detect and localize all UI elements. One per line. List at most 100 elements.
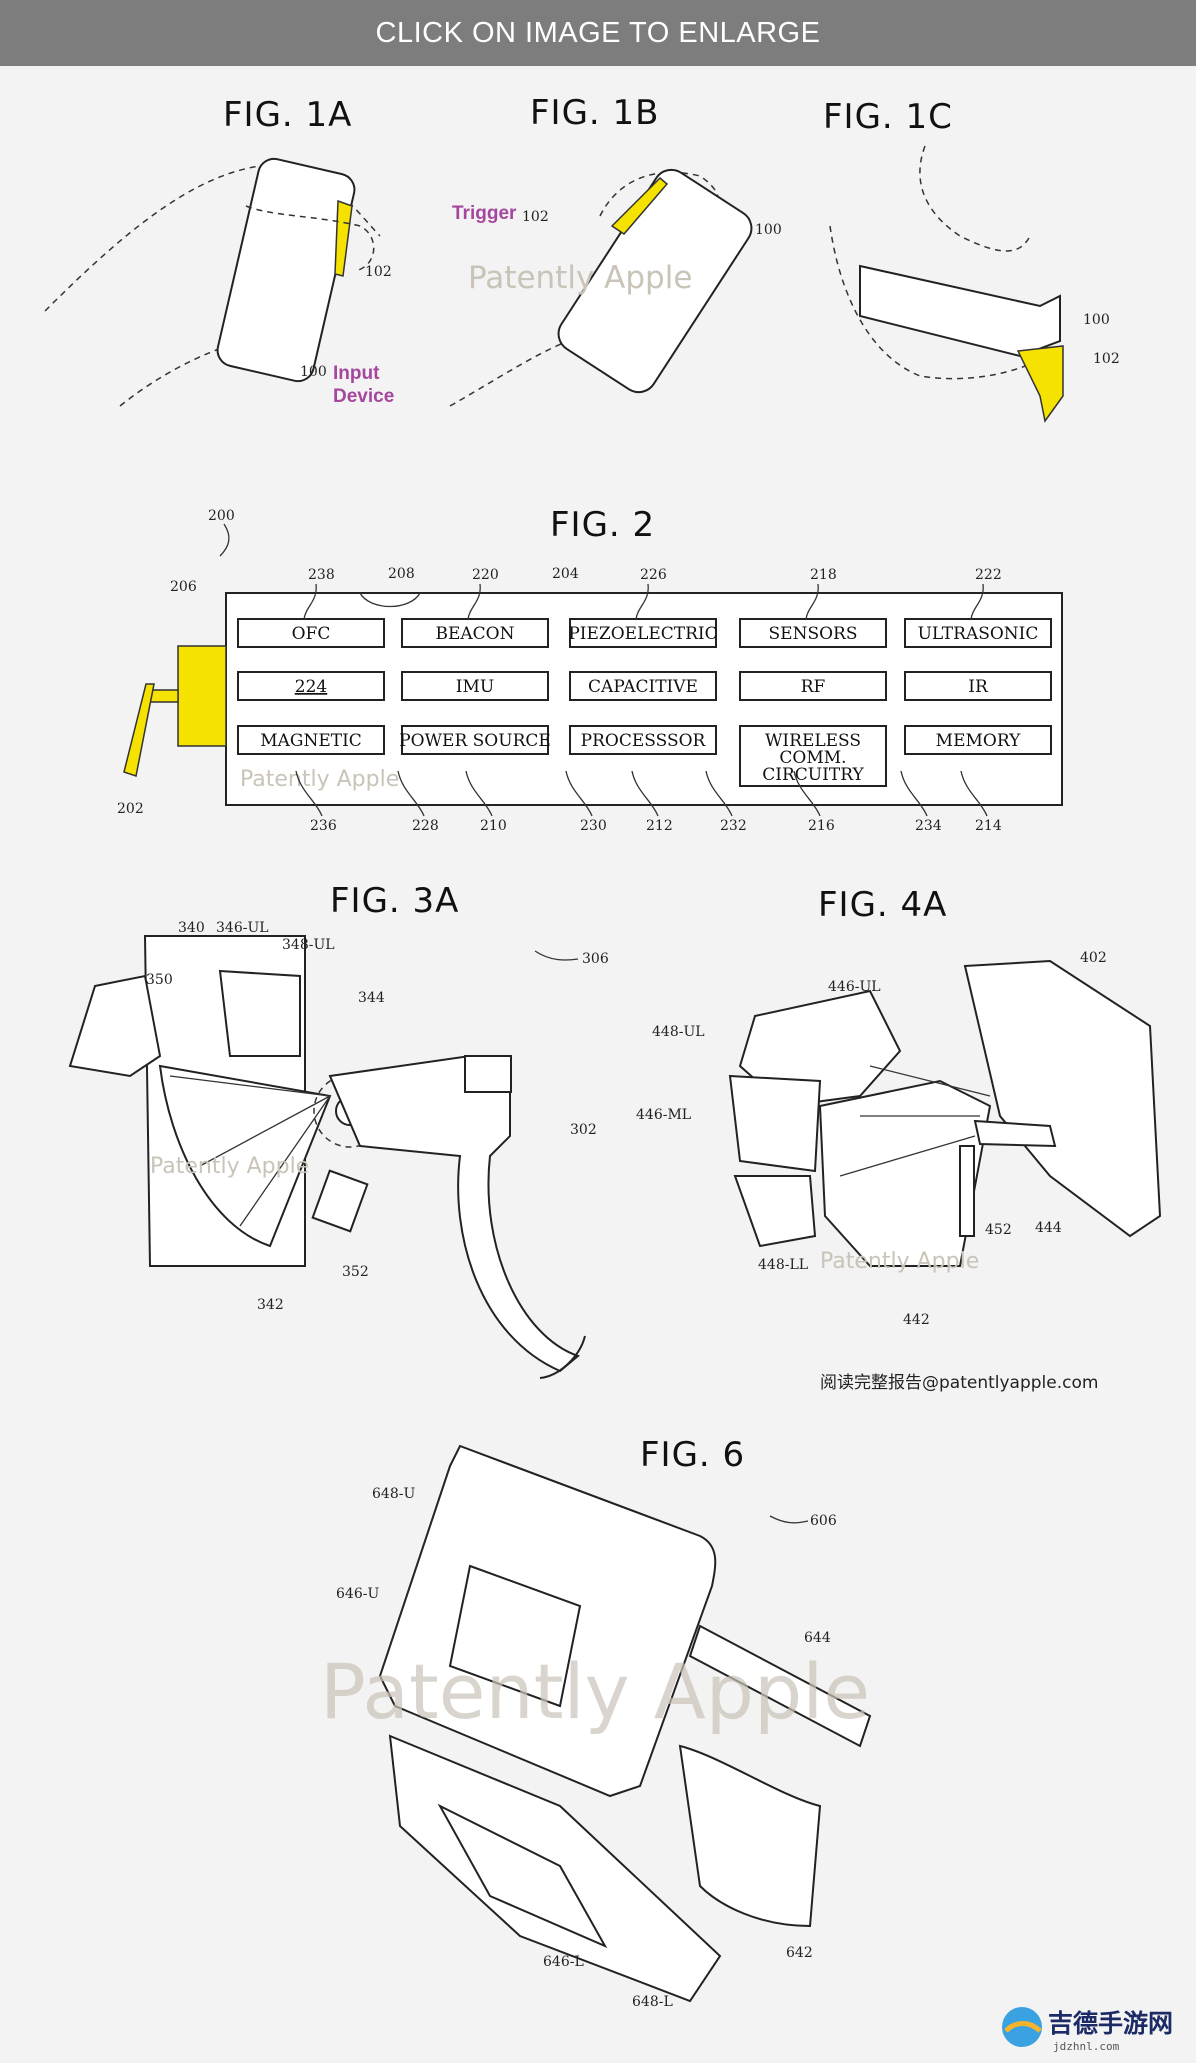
- block-label: SENSORS: [769, 624, 858, 644]
- block-imu: [401, 671, 549, 701]
- block-label: CAPACITIVE: [588, 677, 698, 697]
- fig-4a-title: FIG. 4A: [818, 885, 947, 925]
- block-capacitive: [569, 671, 717, 701]
- ref-344: 344: [358, 990, 385, 1006]
- enlarge-banner[interactable]: CLICK ON IMAGE TO ENLARGE: [0, 0, 1196, 66]
- ref-228: 228: [412, 818, 439, 834]
- fig-1a-title: FIG. 1A: [223, 95, 352, 135]
- trigger: [610, 176, 669, 235]
- block-ultrasonic: [904, 618, 1052, 648]
- ref-216: 216: [808, 818, 835, 834]
- block-processsor: [569, 725, 717, 755]
- ref-448-LL: 448-LL: [758, 1257, 808, 1273]
- watermark-fig4a: Patently Apple: [820, 1249, 979, 1274]
- leader-210: [465, 770, 493, 817]
- ref-208: 208: [388, 566, 415, 582]
- ref-644: 644: [804, 1630, 831, 1646]
- ref-302: 302: [570, 1122, 597, 1138]
- fan-442: [818, 1079, 992, 1267]
- finger-outline: [919, 145, 1031, 252]
- handle: [177, 645, 227, 747]
- block-label: WIRELESS: [765, 731, 861, 751]
- block-piezoelectric: [569, 618, 717, 648]
- watermark-fig3a: Patently Apple: [150, 1154, 309, 1179]
- leader-232: [705, 770, 733, 817]
- watermark-fig2: Patently Apple: [240, 767, 399, 792]
- leader-606: [769, 1515, 809, 1524]
- leader-214: [960, 770, 988, 817]
- ref-102: 102: [1093, 351, 1120, 367]
- window-646-L: [437, 1803, 608, 1949]
- leader-238: [303, 583, 317, 620]
- block-402: [963, 959, 1162, 1238]
- callout-trigger: Trigger: [452, 203, 517, 224]
- block-label: IR: [968, 677, 989, 697]
- fig-1b: FIG. 1B Trigger 102 100: [449, 93, 782, 407]
- ref-646-L: 646-L: [543, 1954, 584, 1970]
- block-label: RF: [801, 677, 826, 697]
- ref-220: 220: [472, 567, 499, 583]
- patent-drawing[interactable]: FIG. 1A 102 100 Input Device FIG. 1B Tri…: [0, 66, 1196, 2063]
- block-label: POWER SOURCE: [399, 731, 551, 751]
- window-646-U: [448, 1564, 582, 1708]
- ref-442: 442: [903, 1312, 930, 1328]
- block-ir: [904, 671, 1052, 701]
- logo-swoosh-icon: [1004, 2021, 1042, 2033]
- input-device-body: [557, 168, 753, 394]
- ref-200: 200: [208, 508, 235, 524]
- fan-642: [678, 1744, 822, 1928]
- block-224: [237, 671, 385, 701]
- ref-100: 100: [300, 364, 327, 380]
- ref-350: 350: [146, 972, 173, 988]
- hand-outline: [599, 171, 720, 232]
- block-magnetic: [237, 725, 385, 755]
- ref-232: 232: [720, 818, 747, 834]
- ref-340: 340: [178, 920, 205, 936]
- input-device-body: [216, 157, 356, 383]
- block-label: 224: [295, 677, 327, 697]
- ref-100: 100: [755, 222, 782, 238]
- fig-2: FIG. 2 200 206 202 208 204 Patently Appl…: [117, 505, 1063, 834]
- ref-348-UL: 348-UL: [282, 937, 335, 953]
- ref-446-UL: 446-UL: [828, 979, 881, 995]
- block-label: IMU: [456, 677, 494, 697]
- fan-ribs: [169, 1075, 331, 1227]
- fig-6-title: FIG. 6: [640, 1435, 745, 1475]
- rotation-arrow: [539, 1335, 586, 1379]
- ref-100: 100: [1083, 312, 1110, 328]
- logo-sub: jdzhnl.com: [1053, 2040, 1120, 2053]
- logo-name: 吉德手游网: [1048, 2009, 1173, 2038]
- ref-306: 306: [582, 951, 609, 967]
- block-348-UL: [218, 969, 301, 1057]
- ref-210: 210: [480, 818, 507, 834]
- leader-226: [635, 583, 649, 620]
- logo-mark-icon: [1002, 2007, 1042, 2047]
- ref-648-L: 648-L: [632, 1994, 673, 2010]
- ref-230: 230: [580, 818, 607, 834]
- ref-214: 214: [975, 818, 1002, 834]
- ref-102: 102: [365, 264, 392, 280]
- leader-306: [534, 950, 579, 961]
- block-label: PROCESSSOR: [581, 731, 707, 751]
- block-wireless-comm-circuitry: [739, 725, 887, 787]
- leader-216: [793, 770, 821, 817]
- ref-346-UL: 346-UL: [216, 920, 269, 936]
- trigger-202: [123, 683, 155, 777]
- block-label: CIRCUITRY: [762, 765, 864, 785]
- block-ofc: [237, 618, 385, 648]
- trigger: [334, 199, 353, 277]
- block-rf: [739, 671, 887, 701]
- sensor-352: [311, 1169, 369, 1233]
- site-logo[interactable]: 吉德手游网 jdzhnl.com: [1002, 2007, 1173, 2053]
- credit-line: 阅读完整报告@patentlyapple.com: [820, 1373, 1098, 1393]
- block-label: MAGNETIC: [260, 731, 362, 751]
- ref-212: 212: [646, 818, 673, 834]
- plate-452: [959, 1145, 975, 1237]
- leader-230: [565, 770, 593, 817]
- block-label: ULTRASONIC: [918, 624, 1039, 644]
- leader-200: [219, 523, 230, 557]
- block-beacon: [401, 618, 549, 648]
- leader-218: [805, 583, 819, 620]
- ref-646-U: 646-U: [336, 1586, 379, 1602]
- block-label: PIEZOELECTRIC: [568, 624, 717, 644]
